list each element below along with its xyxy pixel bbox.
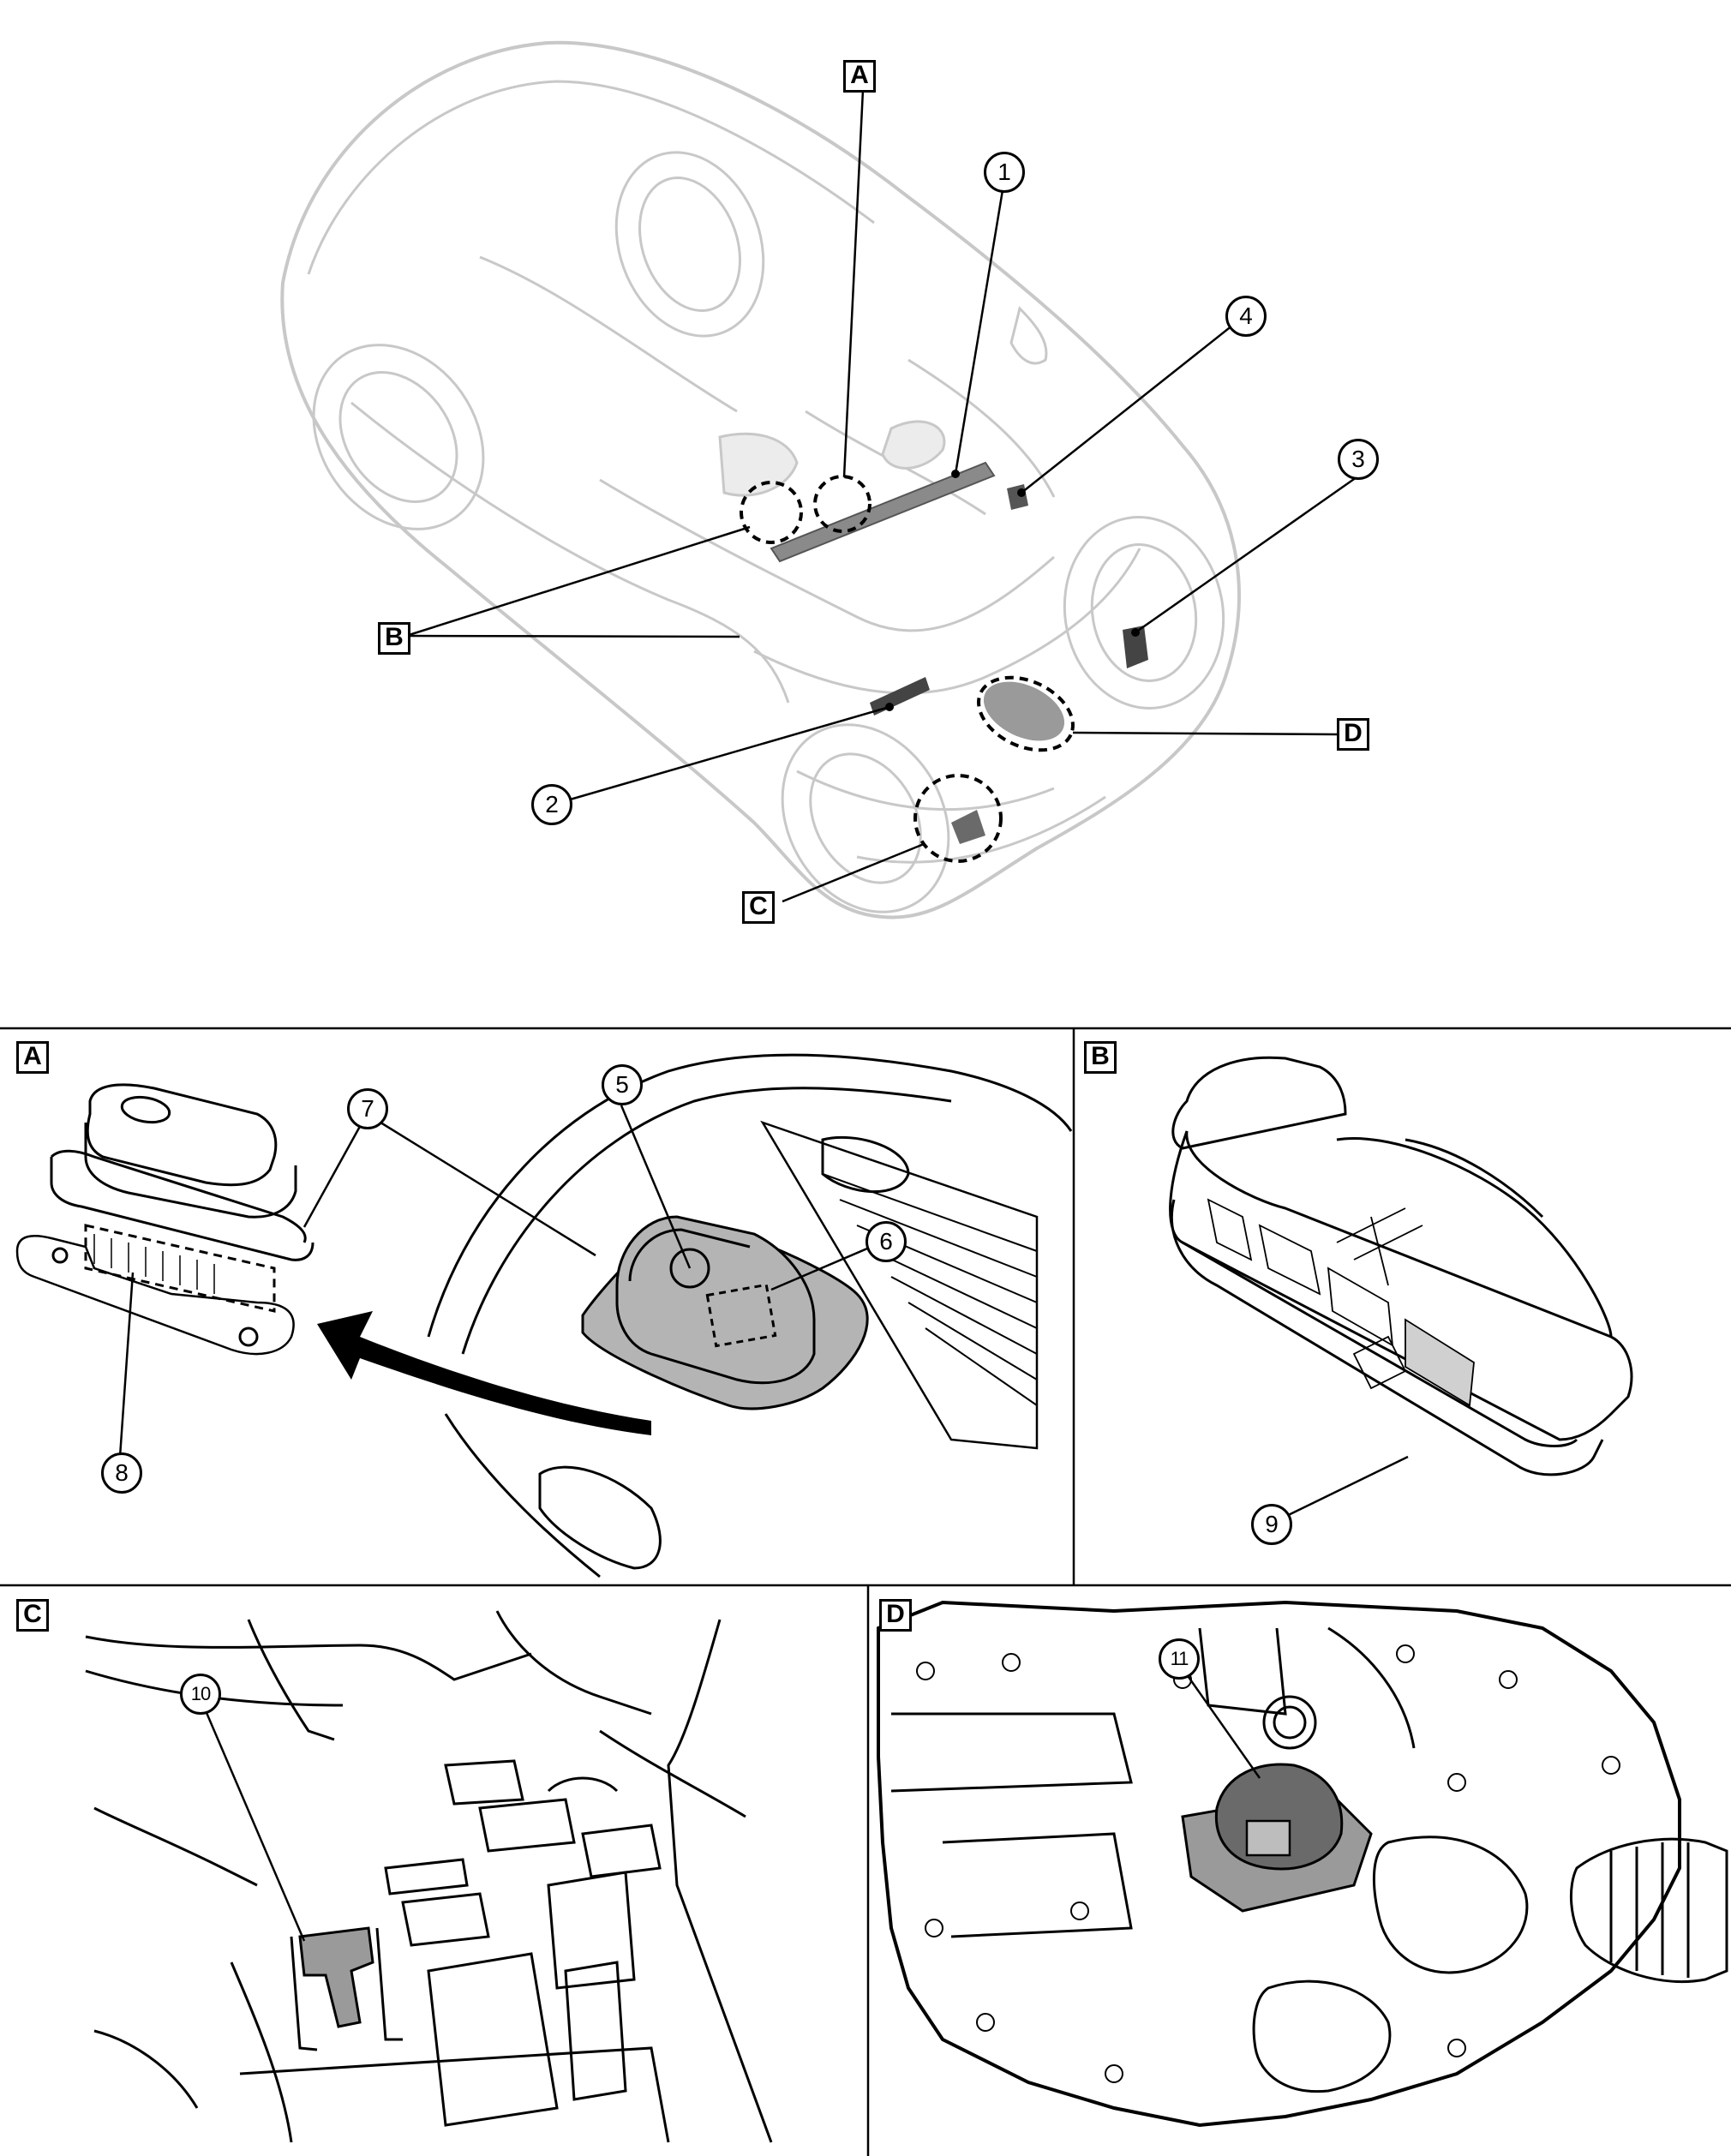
panel-d-leaders [1177, 1662, 1261, 1779]
panel-c-label: C [16, 1599, 49, 1632]
leader-lines [405, 89, 1357, 903]
part-d-shape [983, 681, 1065, 741]
panel-b-label: B [1084, 1041, 1117, 1074]
fuse-10 [298, 1926, 374, 2028]
part-number-5: 5 [602, 1064, 643, 1105]
circle-d [977, 675, 1075, 752]
part-3-shape [1123, 626, 1148, 668]
panel-d-art [877, 1600, 1728, 2128]
circle-b [740, 481, 803, 544]
part-number-2: 2 [531, 784, 572, 825]
callout-b: B [378, 622, 410, 655]
circle-a [813, 475, 871, 533]
panel-d-label: D [879, 1599, 912, 1632]
detail-circles [740, 475, 1075, 863]
part-4-shape [1007, 484, 1028, 510]
panel-borders [0, 1027, 1731, 2156]
callout-a: A [843, 60, 876, 93]
panel-c-art [85, 1610, 773, 2143]
panel-a-label: A [16, 1041, 49, 1074]
callout-d: D [1337, 718, 1369, 751]
part-number-3: 3 [1338, 439, 1379, 480]
panel-a-art [15, 1053, 1073, 1578]
direction-arrow [317, 1311, 651, 1435]
part-number-11: 11 [1159, 1638, 1200, 1680]
part-number-4: 4 [1225, 296, 1267, 337]
part-number-9: 9 [1251, 1504, 1292, 1545]
part-number-7: 7 [347, 1088, 388, 1129]
part-number-1: 1 [984, 152, 1025, 193]
panel-b-leaders [1272, 1455, 1409, 1524]
part-1-shape [770, 461, 996, 563]
panel-a-leaders [118, 1105, 886, 1458]
shift-switch [615, 1215, 816, 1385]
part-number-6: 6 [866, 1221, 907, 1262]
part-c-shape [951, 810, 985, 844]
part-2-shape [870, 677, 930, 716]
vehicle-components [770, 461, 1148, 844]
panel-c-leaders [198, 1696, 306, 1942]
callout-c: C [742, 891, 775, 924]
part-number-10: 10 [180, 1674, 221, 1715]
vehicle-overview [280, 40, 1241, 919]
part-number-8: 8 [101, 1452, 142, 1494]
circle-c [913, 774, 1003, 863]
panel-b-art [1169, 1056, 1633, 1476]
